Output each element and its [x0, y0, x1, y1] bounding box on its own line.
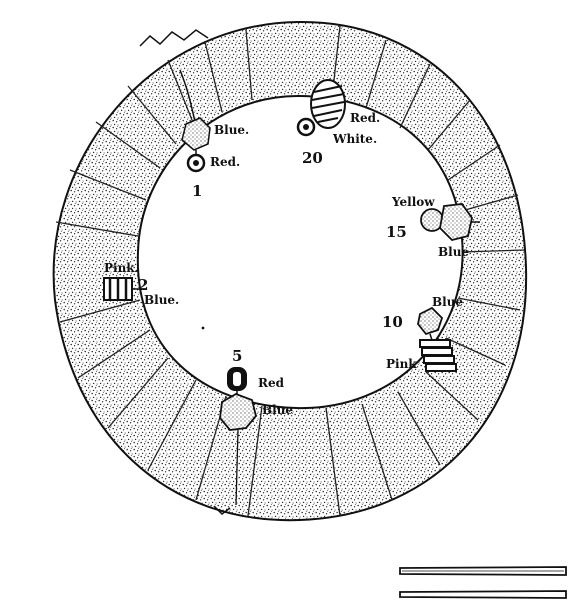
label-number-20: 20 — [302, 149, 323, 167]
label-number-10: 10 — [382, 313, 403, 331]
label-pink-2: Pink. — [104, 261, 139, 275]
label-number-15: 15 — [386, 223, 407, 241]
needle-bottom — [400, 591, 566, 598]
label-number-2: 2 — [138, 276, 148, 294]
label-blue-1: Blue. — [214, 123, 249, 137]
label-blue-15: Blue — [438, 245, 469, 259]
label-blue-10: Blue — [432, 295, 463, 309]
stray-dot — [202, 327, 205, 330]
label-red-20: Red. — [350, 111, 380, 125]
faceted-bead-icon — [418, 308, 442, 334]
label-yellow-15: Yellow — [391, 195, 435, 209]
label-number-5: 5 — [232, 347, 242, 365]
label-number-1: 1 — [192, 182, 202, 200]
label-pink-10: Pink — [386, 357, 417, 371]
label-blue-2: Blue. — [144, 293, 179, 307]
needle-top — [400, 567, 566, 575]
label-red-1: Red. — [210, 155, 240, 169]
label-white-20: White. — [332, 132, 377, 146]
label-red-5: Red — [258, 376, 285, 390]
label-blue-5: Blue — [262, 403, 293, 417]
